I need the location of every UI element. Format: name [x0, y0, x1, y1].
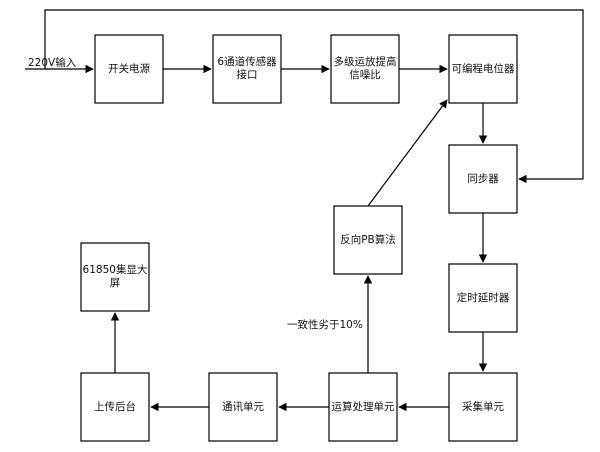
timer-box [448, 263, 518, 333]
consistency-annotation: 一致性劣于10% [287, 319, 363, 331]
arrow-pb-algorithm-to-potentiometer [367, 99, 448, 207]
pb-algorithm-box [333, 205, 403, 275]
computing-unit-box [328, 372, 398, 442]
acquisition-unit-box [448, 372, 518, 442]
input-label: 220V输入 [28, 57, 77, 69]
upload-backend-box [80, 372, 150, 442]
synchronizer-box [448, 144, 518, 214]
communication-unit-box [208, 372, 278, 442]
display-screen-box [80, 242, 150, 312]
arrow-top-loop-to-synchronizer [44, 9, 584, 184]
switch-power-box [94, 34, 164, 104]
programmable-potentiometer-box [448, 34, 518, 104]
sensor-interface-box [212, 34, 282, 104]
amplifier-box [330, 34, 400, 104]
